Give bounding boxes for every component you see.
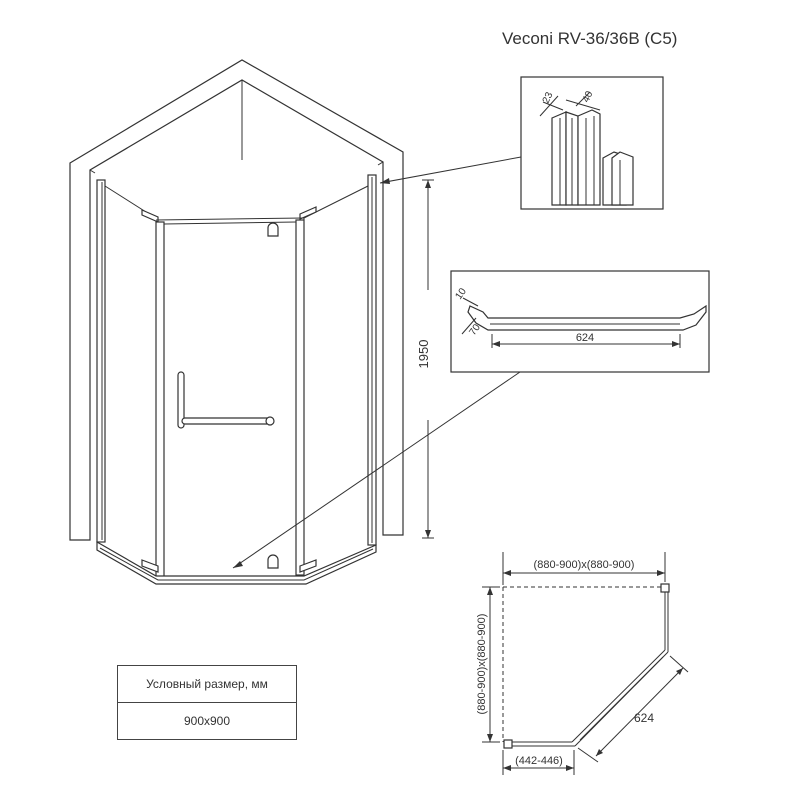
door-hinge-profile — [155, 221, 165, 578]
plan-bottom-dim: (442-446) — [515, 755, 563, 767]
height-dimension: 1950 — [416, 179, 434, 539]
plan-view: (880-900)x(880-900) (880-900)x(880-900) … — [476, 552, 689, 775]
shower-enclosure — [96, 174, 377, 585]
door-handle — [177, 371, 275, 429]
glass-dim-length: 624 — [576, 332, 594, 344]
shower-tray — [96, 540, 377, 585]
profile-dim-a: 23 — [541, 90, 556, 105]
leader-lines — [232, 156, 522, 569]
table-row: 900x900 — [117, 702, 297, 740]
size-table-value: 900x900 — [117, 702, 297, 740]
bottom-hinge — [267, 554, 279, 569]
room-walls — [69, 59, 404, 541]
model-title: Veconi RV-36/36B (C5) — [502, 29, 677, 48]
profile-dim-b: 40 — [581, 89, 596, 104]
top-hinge — [267, 222, 279, 237]
size-table: Условный размер, мм 900x900 — [117, 665, 297, 740]
left-top-bracket — [141, 209, 159, 223]
right-top-bracket — [299, 206, 317, 220]
table-row: Условный размер, мм — [117, 665, 297, 703]
door-side-profile — [295, 219, 305, 576]
plan-diag-dim: 624 — [634, 711, 654, 725]
plan-left-dim: (880-900)x(880-900) — [476, 614, 488, 715]
plan-top-dim: (880-900)x(880-900) — [534, 559, 635, 571]
wall-outline — [69, 59, 404, 541]
size-table-header: Условный размер, мм — [117, 665, 297, 703]
profile-detail: 23 40 — [520, 76, 664, 210]
glass-detail: 624 10 70 — [450, 270, 710, 373]
left-wall-profile — [96, 179, 106, 543]
height-dim-label: 1950 — [416, 340, 431, 369]
